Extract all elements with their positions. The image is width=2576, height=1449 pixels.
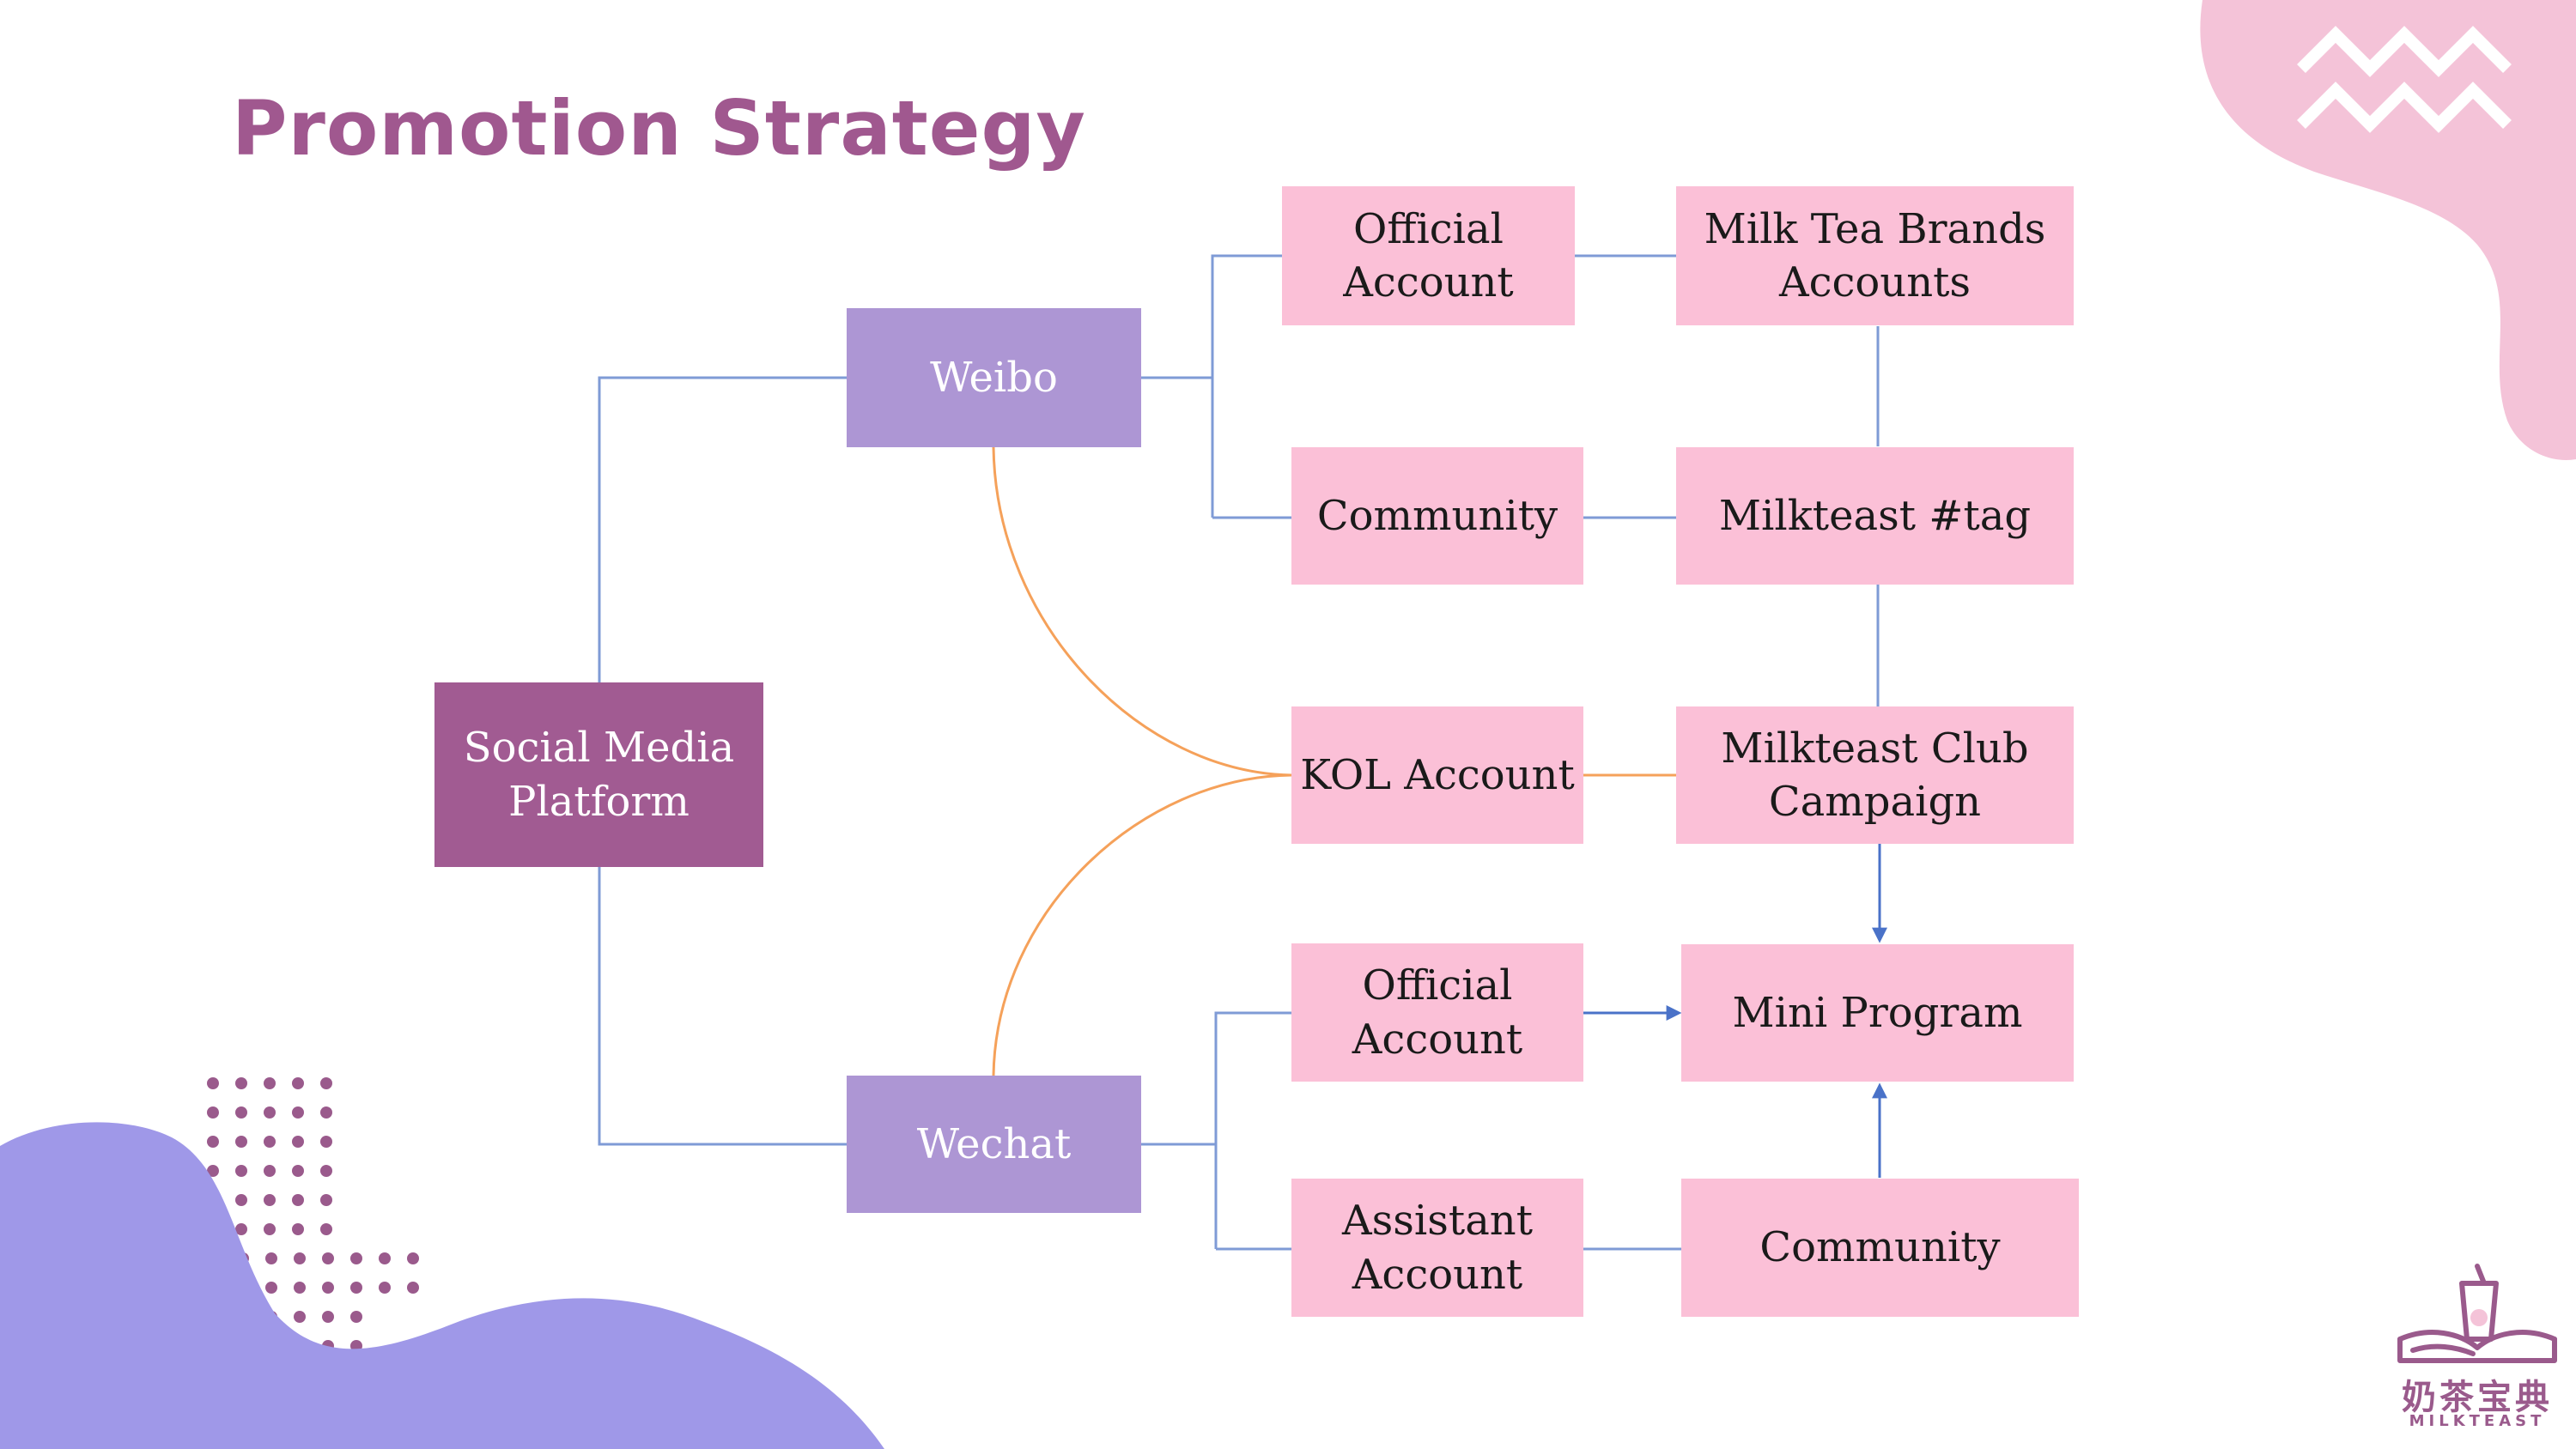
decor-dot bbox=[207, 1136, 219, 1148]
node-milkteast-tag: Milkteast #tag bbox=[1676, 447, 2074, 585]
node-label: Assistant Account bbox=[1341, 1197, 1534, 1299]
node-label: Milk Tea Brands Accounts bbox=[1704, 204, 2046, 306]
decor-dot bbox=[322, 1282, 334, 1294]
decor-dot bbox=[292, 1165, 304, 1177]
node-milk-tea-brands-accounts: Milk Tea Brands Accounts bbox=[1676, 186, 2074, 325]
decor-dot bbox=[294, 1282, 306, 1294]
purple-blob-decor bbox=[0, 1122, 884, 1449]
milk-tea-book-icon bbox=[2397, 1264, 2557, 1363]
pink-blob-decor bbox=[2200, 0, 2576, 460]
decor-dot bbox=[235, 1136, 247, 1148]
decor-dot bbox=[207, 1165, 219, 1177]
node-wechat-official-account: Official Account bbox=[1291, 943, 1583, 1082]
decor-dot bbox=[264, 1136, 276, 1148]
wechat-to-kol-curve bbox=[992, 773, 1292, 1076]
node-milkteast-club-campaign: Milkteast Club Campaign bbox=[1676, 706, 2074, 844]
decor-dot bbox=[235, 1194, 247, 1206]
decor-dot bbox=[320, 1106, 332, 1119]
decor-dot bbox=[320, 1077, 332, 1089]
decor-dot bbox=[294, 1311, 306, 1323]
decor-dot bbox=[264, 1165, 276, 1177]
decor-dot bbox=[292, 1136, 304, 1148]
decor-dot bbox=[264, 1194, 276, 1206]
decor-dot bbox=[350, 1311, 362, 1323]
decor-dot bbox=[294, 1252, 306, 1264]
decor-dot bbox=[320, 1165, 332, 1177]
node-label: Mini Program bbox=[1732, 988, 2023, 1037]
decor-dot bbox=[379, 1252, 391, 1264]
node-label: Weibo bbox=[930, 353, 1058, 402]
node-label: Community bbox=[1759, 1223, 2001, 1272]
decor-dot bbox=[320, 1223, 332, 1235]
decor-dot bbox=[265, 1282, 277, 1294]
node-wechat-community: Community bbox=[1681, 1179, 2079, 1317]
node-label: Official Account bbox=[1352, 961, 1523, 1064]
weibo-to-kol-curve bbox=[992, 446, 1292, 777]
decor-dot bbox=[235, 1077, 247, 1089]
root-to-wechat-line bbox=[598, 867, 847, 1146]
decor-dot bbox=[292, 1194, 304, 1206]
node-mini-program: Mini Program bbox=[1681, 944, 2074, 1082]
weibo-to-official-line bbox=[1211, 254, 1282, 518]
decor-dot bbox=[292, 1223, 304, 1235]
decor-dot bbox=[292, 1106, 304, 1119]
logo-chinese-text: 奶茶宝典 bbox=[2402, 1378, 2553, 1417]
decor-dot bbox=[207, 1077, 219, 1089]
node-weibo-community: Community bbox=[1291, 447, 1583, 585]
decor-dot bbox=[407, 1282, 419, 1294]
wechat-to-official-line bbox=[1214, 1011, 1291, 1249]
node-label: Milkteast Club Campaign bbox=[1721, 724, 2029, 826]
decor-dot bbox=[292, 1077, 304, 1089]
milkteast-logo: 奶茶宝典 MILKTEAST bbox=[2383, 1258, 2572, 1438]
decor-dot bbox=[322, 1311, 334, 1323]
node-wechat: Wechat bbox=[847, 1076, 1141, 1213]
decor-dot bbox=[264, 1223, 276, 1235]
node-label: Official Account bbox=[1343, 204, 1514, 306]
node-label: Wechat bbox=[916, 1119, 1072, 1168]
decor-dot bbox=[320, 1194, 332, 1206]
node-label: KOL Account bbox=[1300, 750, 1575, 799]
decor-dot bbox=[235, 1165, 247, 1177]
node-label: Milkteast #tag bbox=[1718, 491, 2032, 540]
logo-latin-text: MILKTEAST bbox=[2409, 1412, 2546, 1430]
node-weibo-official-account: Official Account bbox=[1282, 186, 1575, 325]
decor-dot bbox=[235, 1223, 247, 1235]
root-to-weibo-line bbox=[598, 376, 847, 682]
zigzag-icon bbox=[2297, 26, 2512, 133]
decor-dot bbox=[350, 1282, 362, 1294]
node-social-media-platform: Social Media Platform bbox=[434, 682, 763, 867]
node-label: Community bbox=[1316, 491, 1558, 540]
decor-dot bbox=[320, 1136, 332, 1148]
decor-dot bbox=[350, 1252, 362, 1264]
decor-dot bbox=[207, 1106, 219, 1119]
decor-dot bbox=[265, 1252, 277, 1264]
decor-dot bbox=[322, 1252, 334, 1264]
decor-dot bbox=[264, 1106, 276, 1119]
decor-dot bbox=[407, 1252, 419, 1264]
slide-title: Promotion Strategy bbox=[232, 84, 1086, 173]
decor-dot bbox=[379, 1282, 391, 1294]
node-kol-account: KOL Account bbox=[1291, 706, 1583, 844]
decor-dot bbox=[235, 1106, 247, 1119]
node-weibo: Weibo bbox=[847, 308, 1141, 447]
node-label: Social Media Platform bbox=[463, 724, 735, 826]
node-assistant-account: Assistant Account bbox=[1291, 1179, 1583, 1317]
decor-dot bbox=[264, 1077, 276, 1089]
